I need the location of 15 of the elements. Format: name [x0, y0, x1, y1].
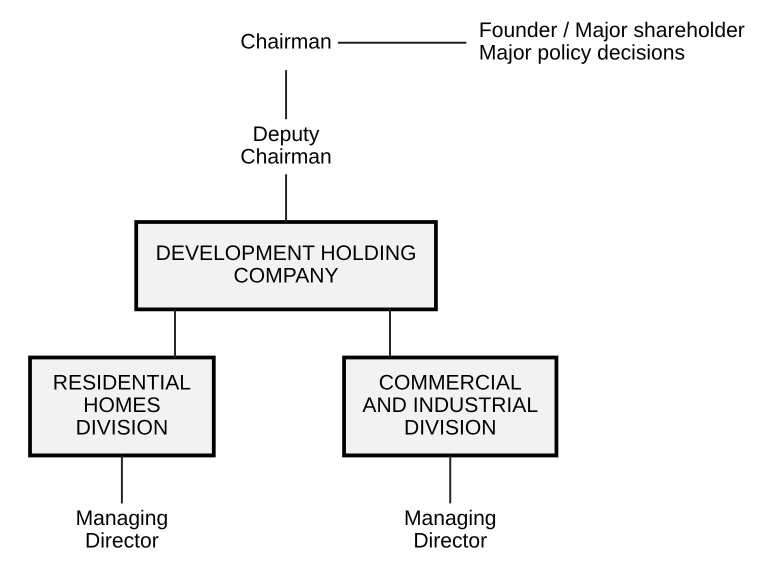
node-text: Founder / Major shareholder Major policy decisions [478, 19, 745, 65]
connector [449, 456, 452, 504]
connector [285, 174, 288, 222]
connector [389, 309, 391, 358]
node-text: Deputy Chairman [240, 122, 332, 169]
node-text: Chairman [240, 30, 332, 54]
node-text: Managing Director [76, 507, 168, 553]
connector [174, 309, 176, 358]
connector [120, 456, 123, 504]
node-box: RESIDENTIAL HOMES DIVISION [28, 356, 216, 458]
connector [285, 70, 288, 120]
node-text: Managing Director [404, 507, 497, 553]
node-box: COMMERCIAL AND INDUSTRIAL DIVISION [342, 356, 558, 458]
node-box: DEVELOPMENT HOLDING COMPANY [134, 220, 438, 312]
connector [338, 42, 466, 44]
